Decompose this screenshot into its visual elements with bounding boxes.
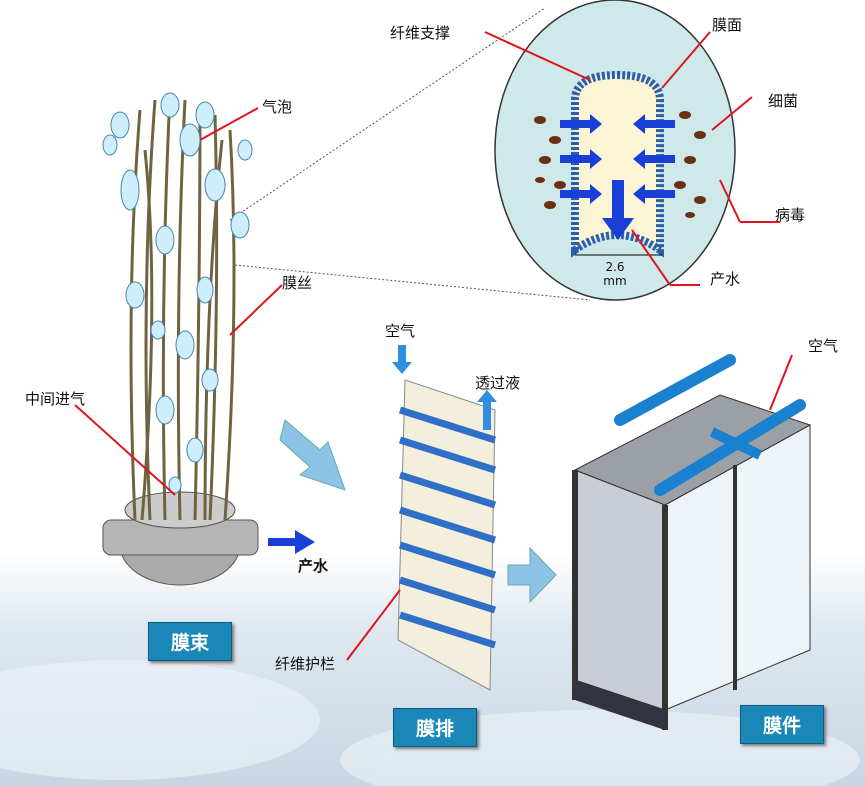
pointer-lines — [74, 31, 793, 661]
label-product-water: 产水 — [298, 557, 329, 575]
membrane-bundle — [102, 92, 259, 586]
label-air-row: 空气 — [385, 322, 416, 340]
label-membrane-surface: 膜面 — [712, 16, 743, 34]
label-fiber-support: 纤维支撑 — [390, 24, 451, 42]
zoom-line-bottom — [234, 264, 591, 301]
label-product-water-detail: 产水 — [710, 270, 741, 288]
transition-arrow-2 — [507, 546, 557, 604]
zoom-line-top — [229, 7, 546, 221]
bacteria-dots — [534, 111, 706, 218]
membrane-row — [392, 345, 497, 691]
label-air-module: 空气 — [808, 337, 839, 355]
fiber-cross-section — [494, 0, 736, 301]
label-membrane-fiber: 膜丝 — [282, 274, 313, 292]
diameter-unit: mm — [603, 274, 627, 288]
label-bacteria: 细菌 — [768, 92, 799, 110]
transition-arrow-1 — [279, 419, 346, 491]
diameter-value: 2.6 — [605, 260, 625, 274]
badge-bundle: 膜束 — [148, 622, 233, 661]
membrane-module — [572, 354, 812, 730]
product-water-arrow — [268, 530, 315, 554]
bubbles — [102, 92, 253, 494]
label-permeate: 透过液 — [475, 374, 521, 392]
label-fiber-guard: 纤维护栏 — [275, 655, 336, 673]
label-bubbles: 气泡 — [262, 98, 293, 116]
flow-arrows — [560, 114, 675, 240]
diameter-label: 2.6 mm — [600, 260, 630, 288]
label-virus: 病毒 — [775, 206, 806, 224]
label-center-air-inlet: 中间进气 — [25, 390, 86, 408]
badge-module: 膜件 — [740, 705, 825, 744]
badge-row: 膜排 — [393, 708, 478, 747]
